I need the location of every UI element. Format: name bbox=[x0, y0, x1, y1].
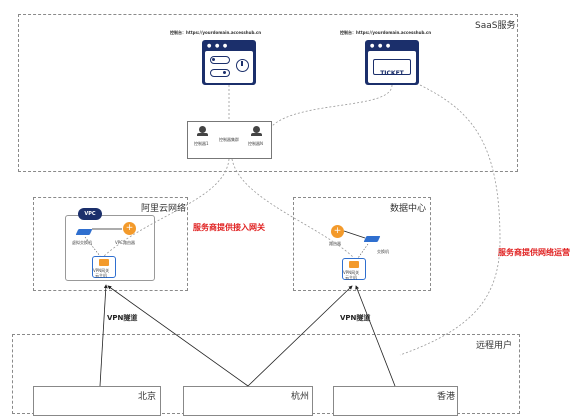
dc-router-icon: + bbox=[331, 225, 344, 238]
dc-switch-label: 交换机 bbox=[377, 249, 389, 254]
power-icon bbox=[236, 59, 249, 72]
vpc-cloud-icon: VPC bbox=[78, 208, 102, 220]
datacenter-title: 数据中心 bbox=[390, 204, 427, 214]
controller-cluster-label: 控制器集群 bbox=[219, 137, 239, 142]
window-dots-icon: ● ● ● bbox=[207, 43, 229, 49]
aliyun-title: 阿里云网络 bbox=[141, 204, 187, 214]
provider-access-annotation: 服务商提供接入网关 bbox=[193, 223, 265, 232]
toggle-icon bbox=[210, 56, 230, 64]
console-window-left[interactable]: ● ● ● bbox=[202, 40, 256, 85]
console-window-right[interactable]: ● ● ● TICKET bbox=[365, 40, 419, 85]
router-label: VPC路由器 bbox=[115, 240, 135, 245]
remote-users-title: 远程用户 bbox=[476, 341, 513, 351]
dc-vpn-gateway-label: VPN网关 云主机 bbox=[343, 270, 360, 280]
dc-vpn-gateway-icon bbox=[349, 261, 359, 268]
site-hangzhou-label: 杭州 bbox=[291, 392, 310, 402]
ticket-icon: TICKET bbox=[373, 59, 411, 77]
console-url-right: 控制台：https://yourdomain.accesshub.cn bbox=[340, 30, 432, 35]
provider-ops-annotation: 服务商提供网络运营 bbox=[498, 248, 570, 257]
window-body: TICKET bbox=[368, 51, 416, 83]
router-icon: + bbox=[123, 222, 136, 235]
dc-router-label: 路由器 bbox=[329, 241, 341, 246]
controller-icon-left bbox=[199, 126, 206, 133]
dc-switch-icon bbox=[363, 236, 381, 242]
site-hongkong-label: 香港 bbox=[437, 392, 456, 402]
saas-title: SaaS服务 bbox=[475, 21, 516, 31]
vpn-gateway-frame bbox=[92, 256, 116, 278]
vswitch-label: 虚拟交换机 bbox=[72, 240, 92, 245]
vpn-tunnel-label-left: VPN隧道 bbox=[107, 314, 138, 322]
vpn-tunnel-label-right: VPN隧道 bbox=[340, 314, 371, 322]
controller-icon-right bbox=[253, 126, 260, 133]
controller-right-label: 控制器N bbox=[248, 141, 263, 146]
vpn-gateway-icon bbox=[99, 259, 109, 266]
ticket-text: TICKET bbox=[380, 70, 404, 77]
console-url-left: 控制台：https://yourdomain.accesshub.cn bbox=[170, 30, 262, 35]
vswitch-icon bbox=[75, 229, 93, 235]
vpn-gateway-label: VPN网关 云主机 bbox=[93, 268, 110, 278]
toggle-icon bbox=[210, 69, 230, 77]
dc-vpn-gateway-frame bbox=[342, 258, 366, 280]
window-body bbox=[205, 51, 253, 83]
window-dots-icon: ● ● ● bbox=[370, 43, 392, 49]
controller-left-label: 控制器1 bbox=[194, 141, 209, 146]
site-beijing-label: 北京 bbox=[138, 392, 157, 402]
